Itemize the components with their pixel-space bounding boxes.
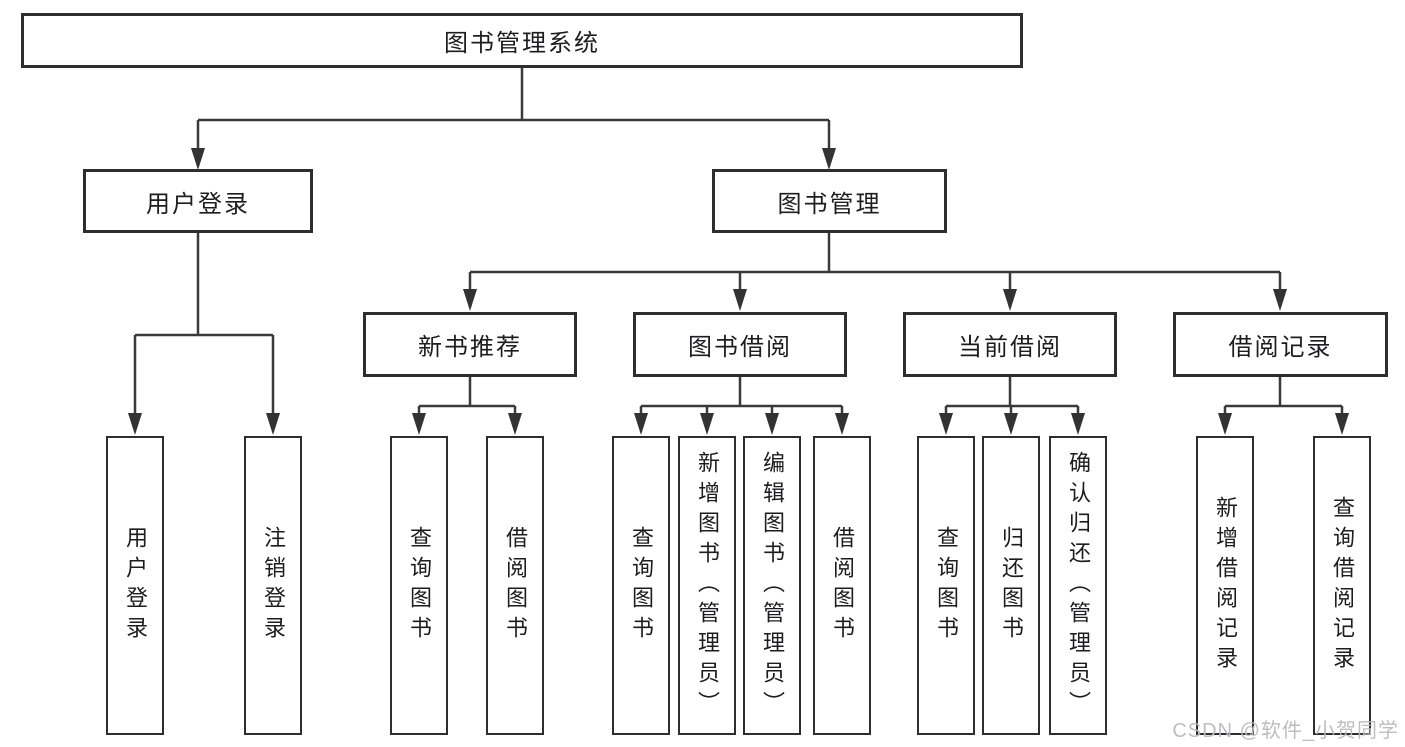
node-root-system-label: 图书管理系统 [444, 30, 600, 57]
leaf-borrow-query-books-label: 查询图书 [629, 525, 654, 646]
node-current-borrow: 当前借阅 [903, 312, 1117, 377]
node-book-borrow: 图书借阅 [633, 312, 847, 377]
node-new-book-recommend-label: 新书推荐 [418, 334, 522, 361]
leaf-confirm-return-admin: 确认归还（管理员） [1049, 436, 1107, 735]
leaf-borrow-books: 借阅图书 [813, 436, 871, 735]
csdn-watermark: CSDN @软件_小贺同学 [1172, 720, 1399, 742]
leaf-return-books: 归还图书 [982, 436, 1040, 735]
leaf-query-borrow-record-label: 查询借阅记录 [1330, 495, 1355, 676]
leaf-current-query-books: 查询图书 [917, 436, 975, 735]
leaf-borrow-books-label: 借阅图书 [830, 525, 855, 646]
leaf-user-login: 用户登录 [106, 436, 164, 735]
leaf-user-login-label: 用户登录 [123, 525, 148, 646]
leaf-recommend-borrow-books-label: 借阅图书 [503, 525, 528, 646]
leaf-recommend-borrow-books: 借阅图书 [486, 436, 544, 735]
connector-root-to-level2 [191, 68, 836, 170]
leaf-confirm-return-admin-label: 确认归还（管理员） [1066, 450, 1091, 721]
node-new-book-recommend: 新书推荐 [363, 312, 577, 377]
node-user-login-label: 用户登录 [146, 190, 250, 218]
node-user-login: 用户登录 [83, 169, 313, 233]
node-book-management-label: 图书管理 [777, 190, 882, 218]
leaf-recommend-query-books: 查询图书 [390, 436, 448, 735]
leaf-recommend-query-books-label: 查询图书 [407, 525, 432, 646]
leaf-add-borrow-record-label: 新增借阅记录 [1213, 495, 1238, 676]
connector-current-borrow-to-leaves [939, 377, 1085, 435]
leaf-add-books-admin: 新增图书（管理员） [678, 436, 736, 735]
node-root-system: 图书管理系统 [21, 13, 1023, 68]
leaf-return-books-label: 归还图书 [999, 525, 1024, 646]
connector-book-borrow-to-leaves [634, 377, 849, 435]
connector-book-management-to-level3 [463, 233, 1287, 311]
leaf-logout-label: 注销登录 [261, 525, 286, 646]
connector-new-book-recommend-to-leaves [412, 377, 522, 435]
leaf-add-borrow-record: 新增借阅记录 [1196, 436, 1254, 735]
node-book-management: 图书管理 [712, 169, 947, 233]
node-current-borrow-label: 当前借阅 [958, 334, 1062, 361]
leaf-borrow-query-books: 查询图书 [612, 436, 670, 735]
leaf-edit-books-admin: 编辑图书（管理员） [743, 436, 801, 735]
leaf-query-borrow-record: 查询借阅记录 [1313, 436, 1371, 735]
node-borrow-records: 借阅记录 [1173, 312, 1388, 377]
connector-user-login-to-leaves [128, 233, 280, 435]
leaf-add-books-admin-label: 新增图书（管理员） [695, 450, 720, 721]
node-book-borrow-label: 图书借阅 [688, 334, 792, 361]
node-borrow-records-label: 借阅记录 [1228, 334, 1333, 361]
connector-borrow-records-to-leaves [1218, 377, 1349, 435]
leaf-current-query-books-label: 查询图书 [934, 525, 959, 646]
leaf-logout: 注销登录 [244, 436, 302, 735]
leaf-edit-books-admin-label: 编辑图书（管理员） [760, 450, 785, 721]
